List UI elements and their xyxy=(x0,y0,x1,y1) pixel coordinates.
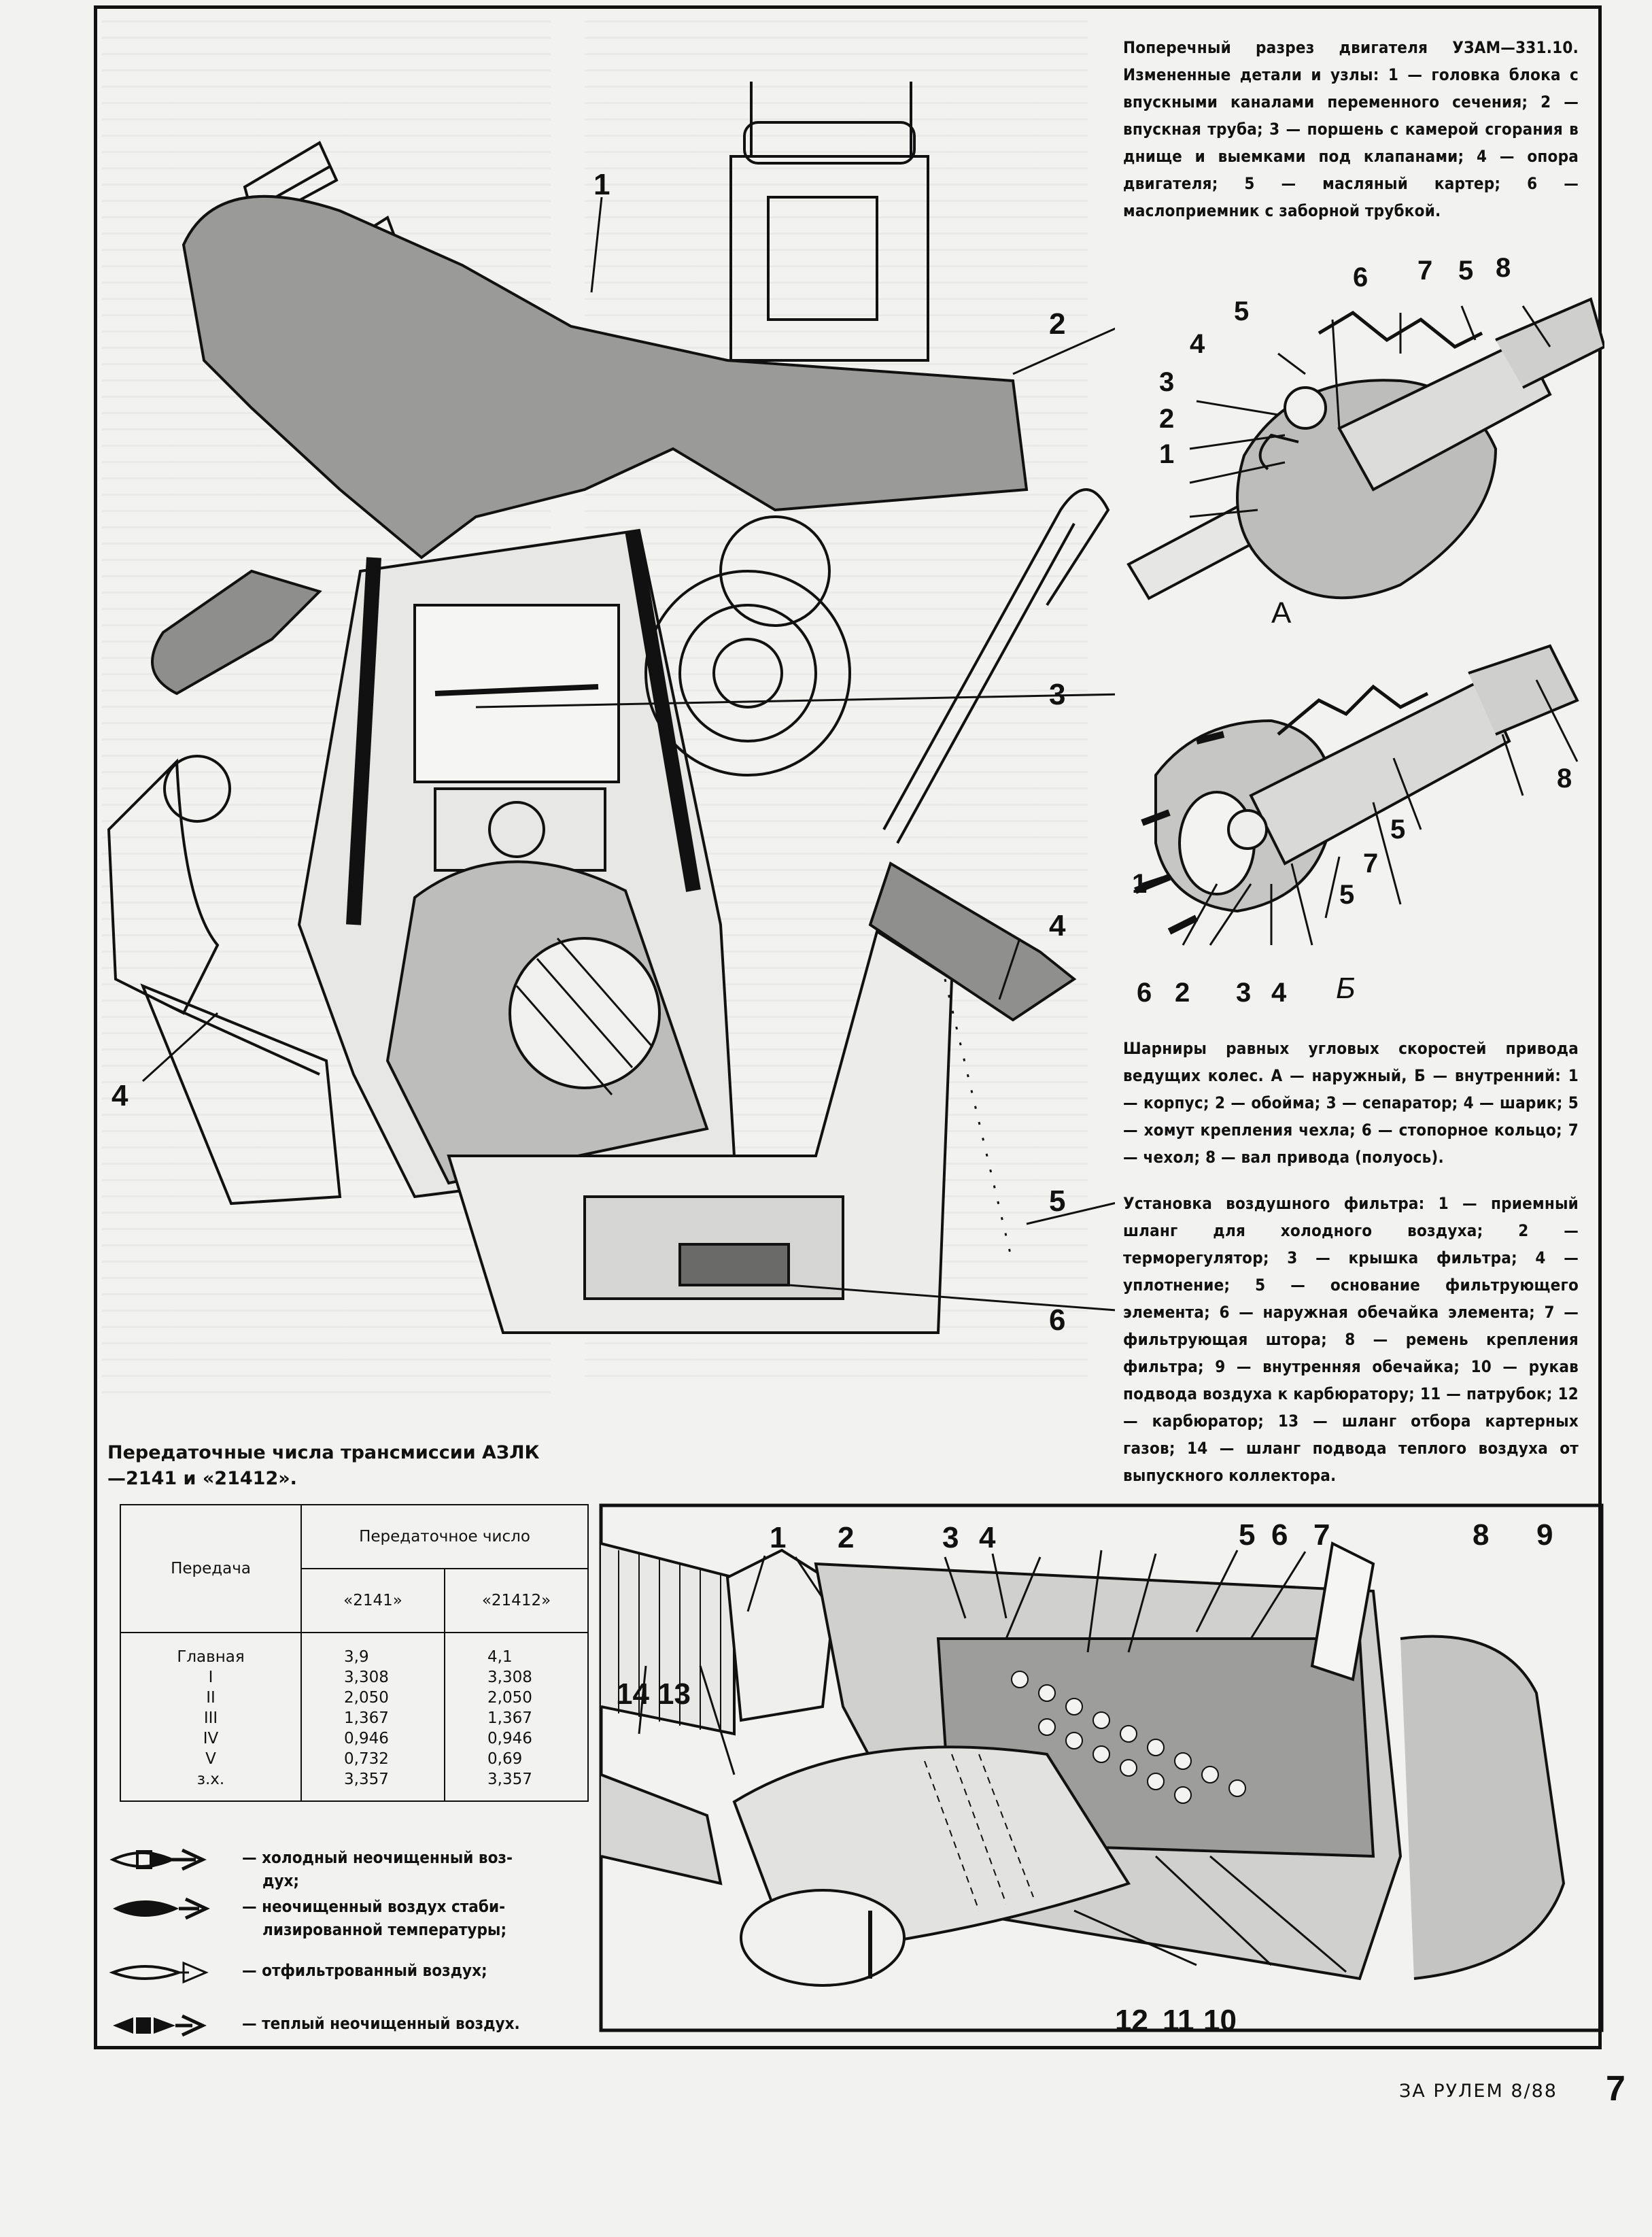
magazine-issue: ЗА РУЛЕМ 8/88 xyxy=(1399,2081,1558,2102)
cv-outer-callout-1: 1 xyxy=(1159,439,1175,469)
gear-ratio-value: 0,732 xyxy=(344,1750,389,1768)
engine-callout-4-left: 4 xyxy=(111,1079,128,1112)
legend-item: — неочищенный воздух стаби-лизированной … xyxy=(107,1895,570,1959)
air-filter-callout-9: 9 xyxy=(1536,1518,1553,1552)
gear-ratio-value: 3,357 xyxy=(344,1771,389,1788)
ratio-2141-column: 3,9 3,308 2,050 1,367 0,946 0,732 3,357 xyxy=(300,1632,445,1802)
page-frame xyxy=(94,5,1602,2049)
gear-ratio-value: 2,050 xyxy=(487,1689,532,1707)
cv-inner-callout-6: 6 xyxy=(1137,978,1152,1008)
legend-label: — теплый неочищенный воздух. xyxy=(242,2014,520,2033)
cv-outer-callout-3: 3 xyxy=(1159,367,1175,397)
air-filter-callout-10: 10 xyxy=(1203,2004,1237,2037)
legend-label-cont: дух; xyxy=(262,1871,300,1890)
air-filter-callout-2: 2 xyxy=(838,1521,855,1554)
outer-cv-joint-drawing xyxy=(1126,297,1604,600)
cv-inner-callout-5-upper: 5 xyxy=(1390,815,1406,844)
legend-label: — неочищенный воздух стаби- xyxy=(242,1897,506,1916)
air-filter-callout-14: 14 xyxy=(616,1677,649,1711)
cv-inner-label: Б xyxy=(1336,972,1356,1005)
air-filter-callout-11: 11 xyxy=(1163,2004,1194,2037)
gear-name: V xyxy=(205,1750,216,1768)
air-filter-callout-6: 6 xyxy=(1271,1518,1288,1552)
header-21412: «21412» xyxy=(444,1568,589,1633)
cv-inner-callout-2: 2 xyxy=(1175,978,1190,1008)
cv-inner-callout-3: 3 xyxy=(1236,978,1252,1008)
air-filter-callout-7: 7 xyxy=(1313,1518,1330,1552)
cv-outer-callout-6: 6 xyxy=(1353,262,1369,292)
cv-inner-callout-1: 1 xyxy=(1132,869,1148,899)
cv-outer-label: А xyxy=(1271,596,1292,630)
engine-callout-3: 3 xyxy=(1049,678,1066,711)
page-number: 7 xyxy=(1606,2069,1625,2108)
cv-outer-callout-7: 7 xyxy=(1417,256,1433,286)
air-filter-callout-12: 12 xyxy=(1115,2004,1148,2037)
gear-name: I xyxy=(208,1669,213,1686)
cv-outer-callout-5-right: 5 xyxy=(1458,256,1474,286)
gear-ratio-table: Передача Передаточное число «2141» «2141… xyxy=(120,1504,589,1802)
cv-inner-callout-5-lower: 5 xyxy=(1339,880,1355,910)
cv-joint-caption: Шарниры равных угловых скоростей привода… xyxy=(1123,1035,1579,1508)
legend-label-cont: лизированной температуры; xyxy=(262,1920,507,1939)
engine-callout-2: 2 xyxy=(1049,307,1066,341)
gear-ratio-value: 1,367 xyxy=(344,1709,389,1727)
cv-outer-callout-8: 8 xyxy=(1496,253,1511,283)
gear-ratio-value: 2,050 xyxy=(344,1689,389,1707)
legend-label: — холодный неочищенный воз- xyxy=(242,1848,513,1867)
gear-name: IV xyxy=(203,1730,219,1747)
warm-unfiltered-air-arrow-icon xyxy=(113,2014,207,2037)
inner-cv-joint-drawing xyxy=(1134,644,1579,946)
gear-ratio-value: 0,946 xyxy=(487,1730,532,1747)
air-filter-caption-text: Установка воздушного фильтра: 1 — приемн… xyxy=(1123,1194,1579,1485)
legend-item: — холодный неочищенный воз-дух; xyxy=(107,1846,570,1895)
air-filter-installation-drawing xyxy=(599,1503,1604,2032)
legend-item: — отфильтрованный воздух; xyxy=(107,1959,570,2012)
gear-ratio-value: 1,367 xyxy=(487,1709,532,1727)
engine-callout-6: 6 xyxy=(1049,1303,1066,1337)
header-ratio: Передаточное число xyxy=(300,1504,589,1569)
cv-outer-callout-2: 2 xyxy=(1159,404,1175,434)
gear-ratio-value: 0,946 xyxy=(344,1730,389,1747)
gear-name: II xyxy=(206,1689,216,1707)
cv-inner-callout-8: 8 xyxy=(1557,764,1572,793)
engine-caption-text: Поперечный разрез двигателя УЗАМ—331.10.… xyxy=(1123,38,1579,220)
cv-outer-callout-5-left: 5 xyxy=(1234,296,1250,326)
filtered-air-arrow-icon xyxy=(109,1961,209,1984)
header-gear: Передача xyxy=(120,1504,302,1633)
stabilized-air-arrow-icon xyxy=(113,1897,210,1920)
legend-item: — теплый неочищенный воздух. xyxy=(107,2012,570,2057)
gear-name: з.х. xyxy=(196,1771,225,1788)
cv-outer-callout-4: 4 xyxy=(1190,329,1205,359)
engine-callout-5: 5 xyxy=(1049,1184,1066,1218)
gear-ratio-value: 4,1 xyxy=(487,1648,513,1666)
gear-ratio-value: 3,308 xyxy=(344,1669,389,1686)
air-filter-callout-5: 5 xyxy=(1239,1518,1256,1552)
gear-name: Главная xyxy=(177,1648,245,1666)
legend-label: — отфильтрованный воздух; xyxy=(242,1961,487,1980)
air-filter-callout-1: 1 xyxy=(770,1521,787,1554)
gear-ratio-value: 3,357 xyxy=(487,1771,532,1788)
header-2141: «2141» xyxy=(300,1568,445,1633)
gear-ratio-value: 0,69 xyxy=(487,1750,523,1768)
gear-table-title: Передаточные числа трансмиссии АЗЛК—2141… xyxy=(107,1442,540,1489)
air-filter-callout-13: 13 xyxy=(657,1677,691,1711)
cv-caption-text: Шарниры равных угловых скоростей привода… xyxy=(1123,1039,1579,1167)
gear-name: III xyxy=(203,1709,218,1727)
cv-inner-callout-4: 4 xyxy=(1271,978,1287,1008)
airflow-legend: — холодный неочищенный воз-дух; — неочищ… xyxy=(107,1846,570,2057)
gear-ratio-value: 3,9 xyxy=(344,1648,369,1666)
air-filter-callout-4: 4 xyxy=(979,1521,996,1554)
engine-callout-4-right: 4 xyxy=(1049,909,1066,942)
air-filter-callout-8: 8 xyxy=(1473,1518,1490,1552)
air-filter-callout-3: 3 xyxy=(942,1521,959,1554)
cv-inner-callout-7: 7 xyxy=(1363,849,1379,878)
ratio-21412-column: 4,1 3,308 2,050 1,367 0,946 0,69 3,357 xyxy=(444,1632,589,1802)
cold-unfiltered-air-arrow-icon xyxy=(109,1848,207,1871)
engine-cross-section-drawing xyxy=(107,82,1115,1334)
gear-ratio-value: 3,308 xyxy=(487,1669,532,1686)
engine-callout-1: 1 xyxy=(593,168,610,201)
engine-figure-caption: Поперечный разрез двигателя УЗАМ—331.10.… xyxy=(1123,34,1579,243)
